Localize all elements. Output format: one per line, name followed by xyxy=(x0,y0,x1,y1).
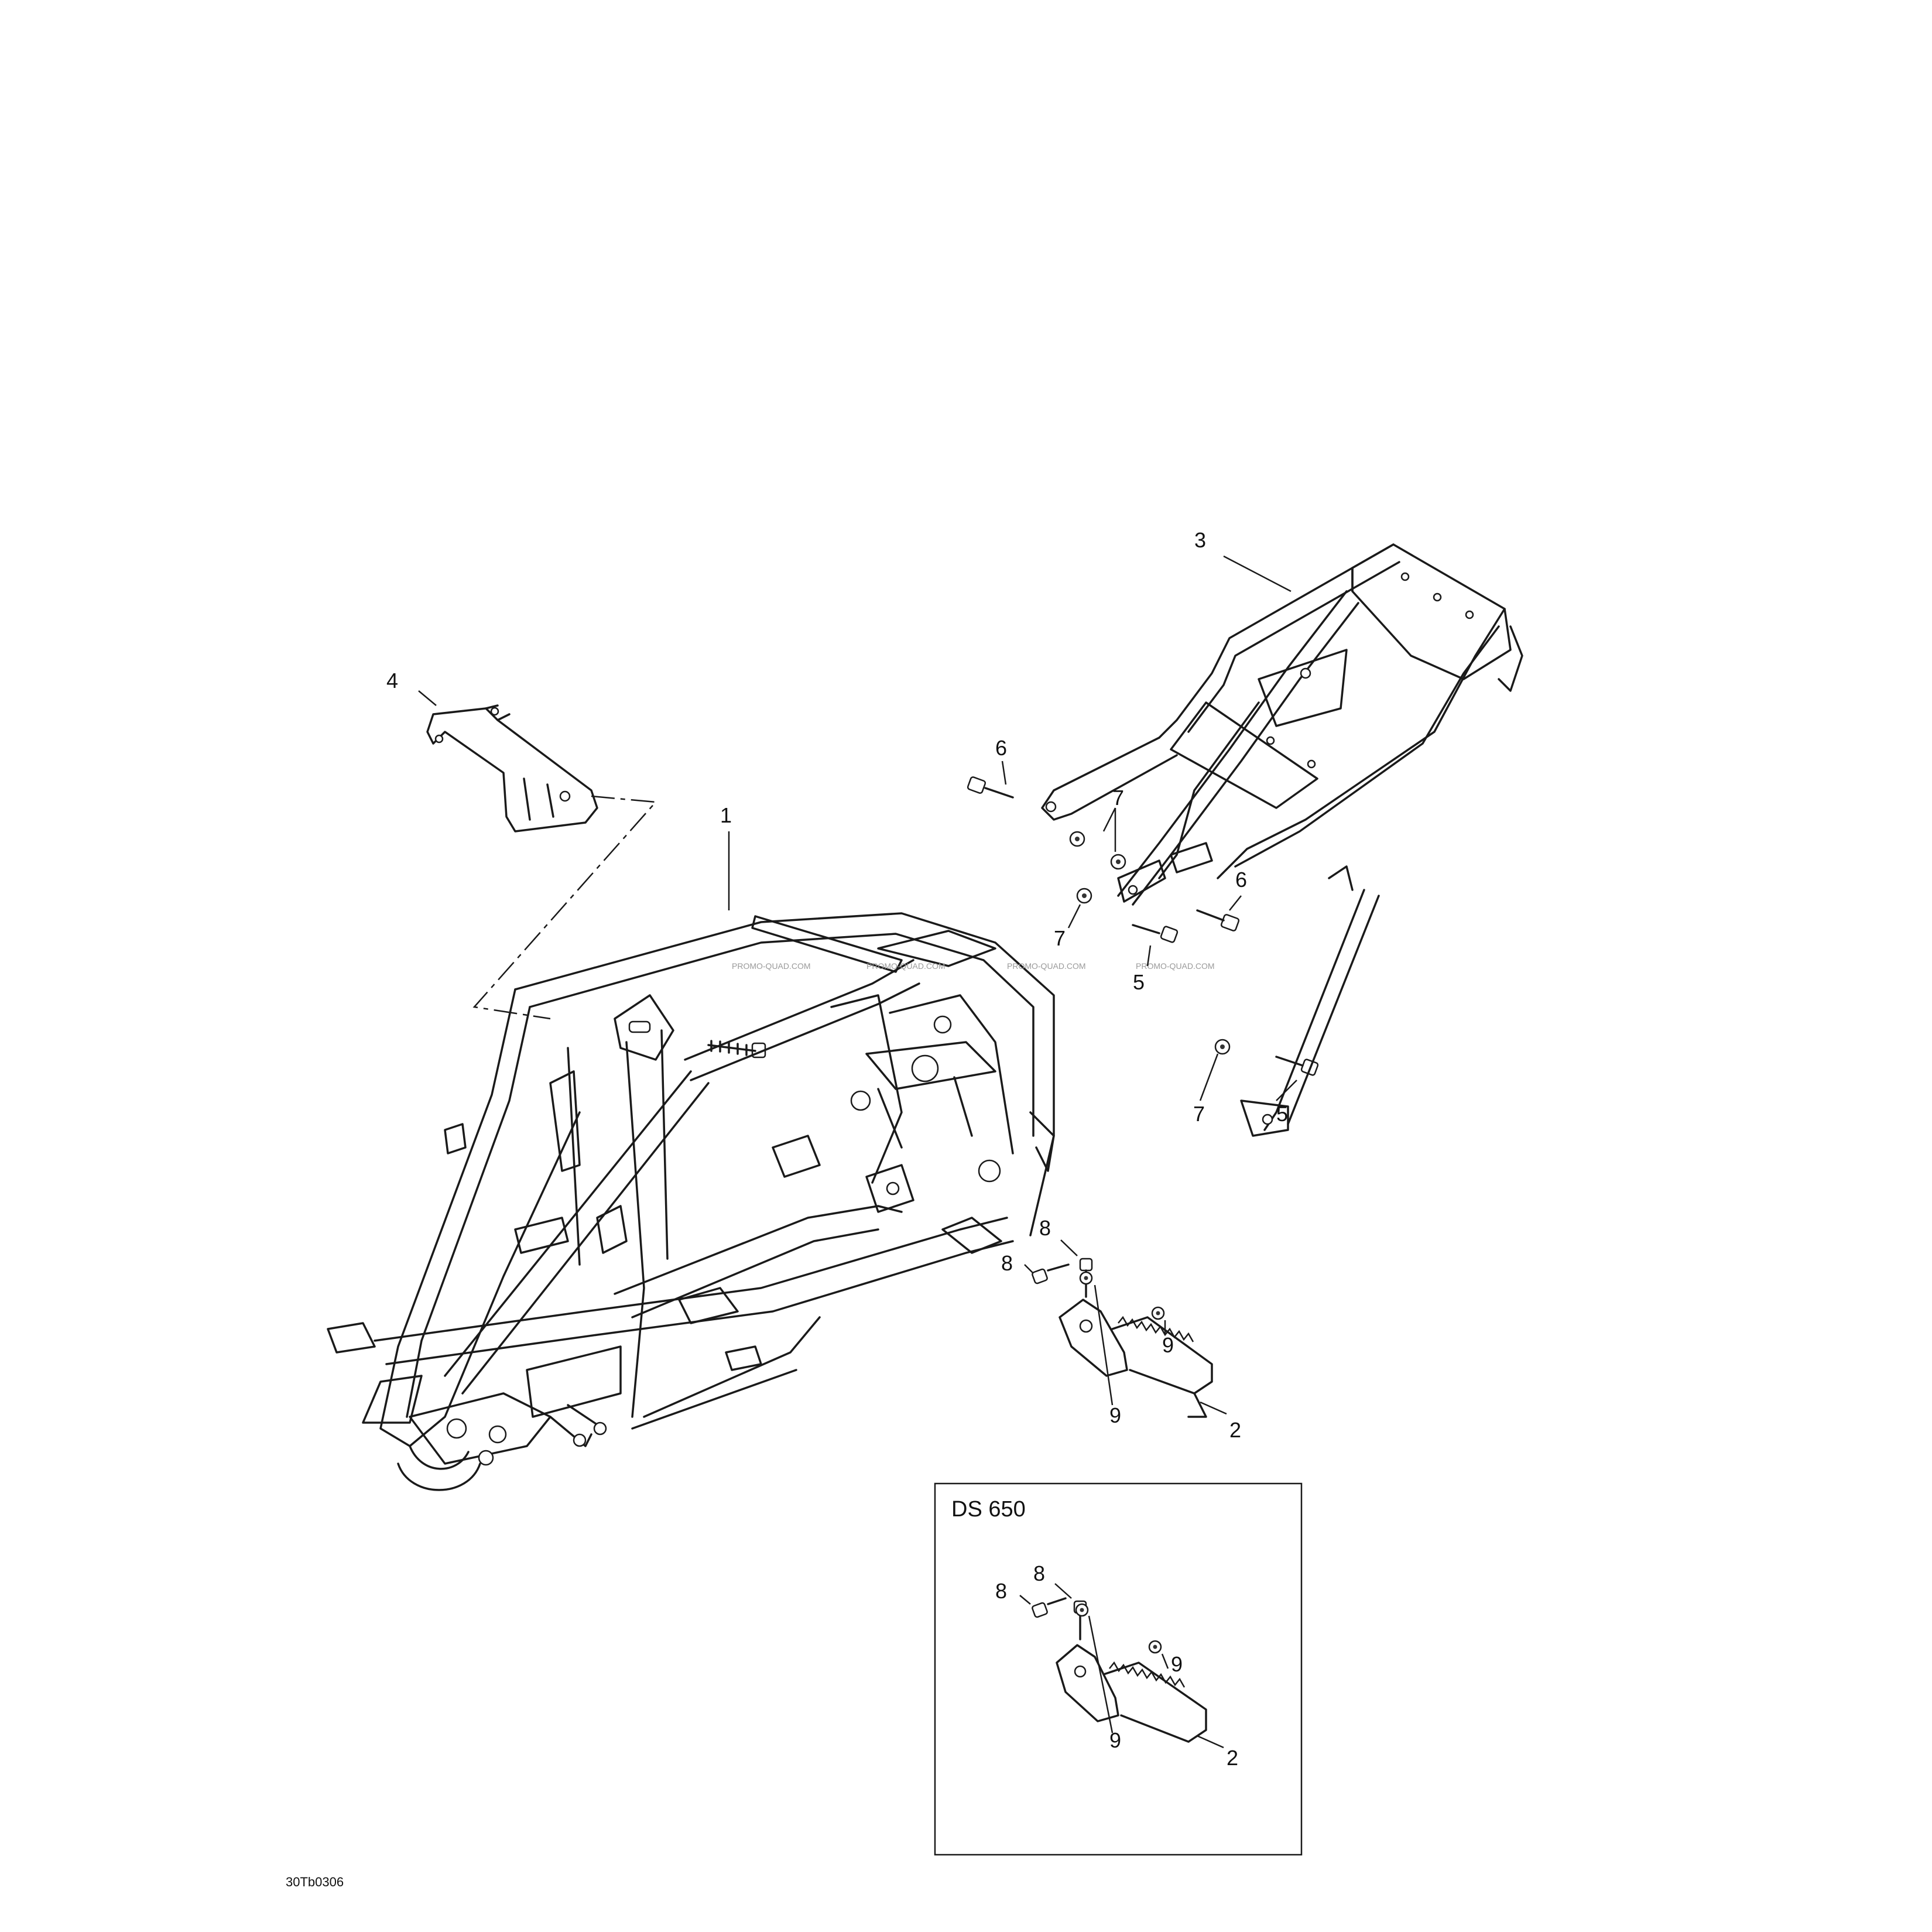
watermark-4: PROMO-QUAD.COM xyxy=(1136,961,1215,971)
callout-9-inset-upper: 9 xyxy=(1171,1652,1183,1676)
callout-7-upper: 7 xyxy=(1112,786,1124,810)
drawing-code: 30Tb0306 xyxy=(286,1875,344,1889)
inset-title: DS 650 xyxy=(951,1497,1026,1522)
callout-6-upper: 6 xyxy=(995,736,1007,760)
callout-9-lower: 9 xyxy=(1109,1403,1121,1427)
callout-1: 1 xyxy=(720,803,732,827)
fasteners xyxy=(967,776,1319,1076)
inset-ds650: DS 650 xyxy=(934,1482,1303,1856)
callout-5-lower: 5 xyxy=(1276,1102,1288,1126)
bracket-part-4 xyxy=(426,704,657,1020)
callout-8-inset-side: 8 xyxy=(995,1579,1007,1603)
callout-9-inset-lower: 9 xyxy=(1109,1728,1121,1752)
watermark-3: PROMO-QUAD.COM xyxy=(1007,961,1086,971)
footrest-part-2 xyxy=(1032,1258,1213,1418)
callout-7-middle: 7 xyxy=(1054,926,1066,950)
watermark-1: PROMO-QUAD.COM xyxy=(732,961,811,971)
callout-7-lower: 7 xyxy=(1193,1102,1205,1126)
callout-6-lower: 6 xyxy=(1235,868,1247,892)
callout-8-inset-upper: 8 xyxy=(1033,1561,1045,1585)
rear-frame-part-3 xyxy=(1041,543,1523,1137)
callout-2-inset: 2 xyxy=(1227,1746,1238,1770)
watermark-strip: PROMO-QUAD.COM PROMO-QUAD.COM PROMO-QUAD… xyxy=(732,961,1215,971)
callout-8-upper: 8 xyxy=(1039,1216,1051,1240)
callout-8-side: 8 xyxy=(1001,1251,1013,1275)
callout-3: 3 xyxy=(1194,528,1206,552)
callouts: 1 3 4 6 7 7 5 6 7 5 8 8 9 9 2 8 8 9 9 2 xyxy=(386,528,1288,1770)
leader-lines xyxy=(418,555,1297,1749)
callout-9-upper: 9 xyxy=(1162,1333,1174,1357)
main-frame xyxy=(327,912,1055,1491)
callout-5-middle: 5 xyxy=(1133,970,1145,994)
watermark-2: PROMO-QUAD.COM xyxy=(866,961,946,971)
callout-4: 4 xyxy=(386,669,398,693)
callout-2-main: 2 xyxy=(1229,1418,1241,1442)
